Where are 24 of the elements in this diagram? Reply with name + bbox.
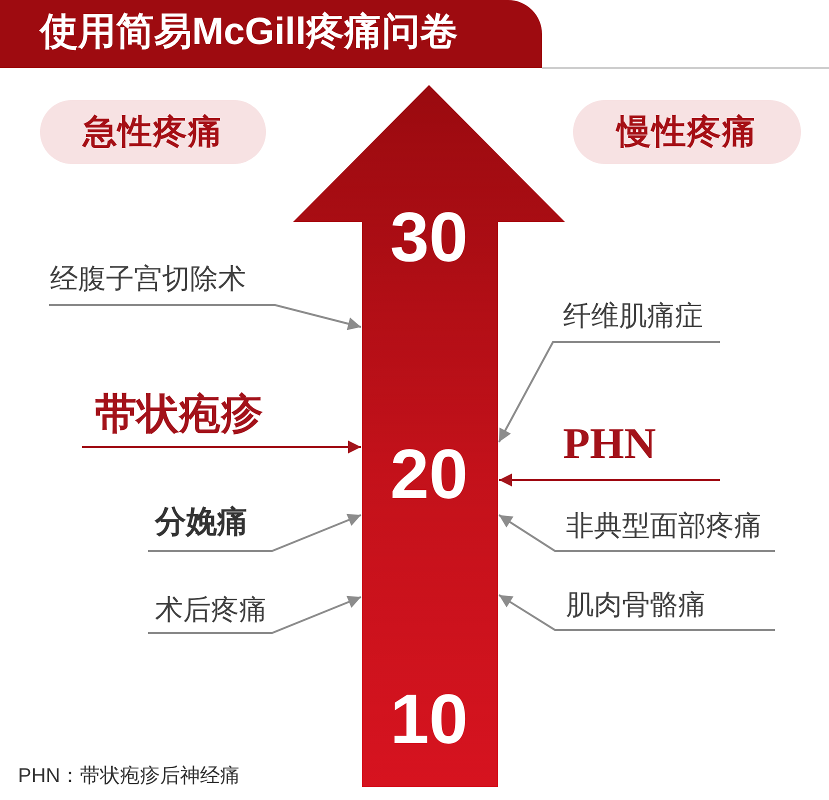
condition-label: 带状疱疹 <box>82 385 282 447</box>
leader-arrow <box>498 341 721 442</box>
leader-arrow <box>49 304 362 330</box>
category-pill: 慢性疼痛 <box>573 100 801 164</box>
condition-label: 术后疼痛 <box>148 594 272 633</box>
leader-arrow <box>498 594 776 631</box>
leader-arrow <box>499 474 721 486</box>
leader-arrow <box>148 596 362 634</box>
condition-label: 纤维肌痛症 <box>553 296 720 342</box>
title-banner: 使用简易McGill疼痛问卷 <box>0 0 542 68</box>
scale-number: 10 <box>389 684 469 754</box>
up-arrow <box>293 85 565 787</box>
condition-label: 分娩痛 <box>148 496 272 551</box>
leader-arrow <box>82 440 361 454</box>
scale-number: 30 <box>389 202 469 272</box>
condition-label: 非典型面部疼痛 <box>555 506 775 551</box>
footnote: PHN：带状疱疹后神经痛 <box>18 764 240 788</box>
condition-label: PHN <box>553 416 720 480</box>
condition-label: 肌肉骨骼痛 <box>555 586 775 630</box>
category-pill: 急性疼痛 <box>40 100 266 164</box>
scale-number: 20 <box>389 439 469 509</box>
leader-arrow <box>498 514 776 552</box>
condition-label: 经腹子宫切除术 <box>49 258 275 305</box>
leader-arrow <box>148 514 362 552</box>
